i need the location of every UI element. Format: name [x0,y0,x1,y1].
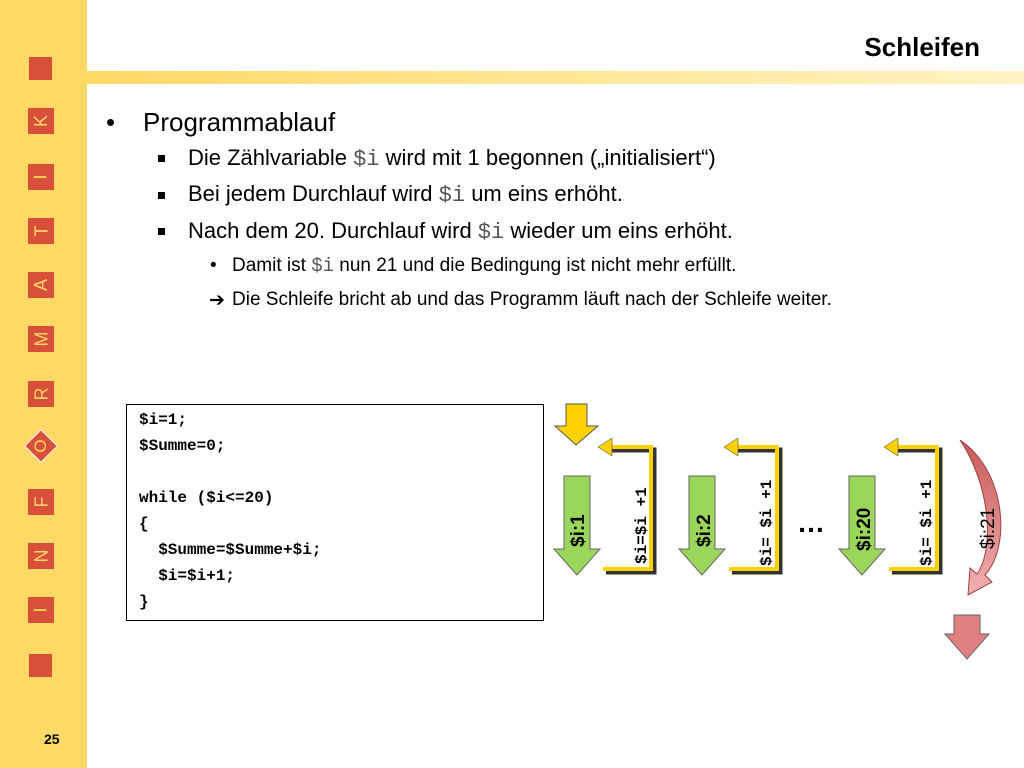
square-bullet [158,228,165,235]
sidebar: K I T A M R O F N I 25 [0,0,87,768]
sub-bullet-2: Bei jedem Durchlauf wird $i um eins erhö… [188,181,623,208]
sidebar-letter-t: T [28,218,54,244]
bullet-dot: • [106,107,116,137]
sub-bullet-3: Nach dem 20. Durchlauf wird $i wieder um… [188,218,733,245]
title-underline-bar [87,71,1024,84]
code-line: { [139,515,149,533]
arrow-right-icon: ➔ [209,290,225,311]
code-line: $i=$i+1; [139,567,236,585]
loop-back-label-1: $i=$i +1 [633,487,651,564]
sidebar-letter-n: N [28,543,54,569]
sidebar-square-bottom [29,654,52,677]
code-line: } [139,593,149,611]
code-line: $Summe=0; [139,437,226,455]
square-bullet [158,155,165,162]
exit-curved-arrow-icon [959,439,1002,596]
slide-title: Schleifen [864,32,980,62]
iteration-arrow-1-label: $i:1 [568,514,589,547]
loop-back-bracket-1 [597,437,657,575]
sidebar-letter-m: M [28,326,54,352]
sidebar-letter-i2: I [28,597,54,623]
sidebar-letter-r: R [28,381,54,407]
page-number: 25 [44,731,60,747]
sidebar-letter-f: F [28,489,54,515]
iteration-arrow-1-icon [552,475,602,576]
iteration-arrow-2-icon [677,475,727,576]
loop-back-label-2: $i= $i +1 [758,480,776,566]
sidebar-letter-k: K [28,108,54,134]
iteration-arrow-20-label: $i:20 [854,508,875,551]
code-line: $Summe=$Summe+$i; [139,541,322,559]
exit-arrow-icon [943,614,991,660]
bullet-programmablauf: Programmablauf [143,107,336,137]
loop-back-label-3: $i= $i +1 [918,480,936,566]
sub-sub-bullet-1: Damit ist $i nun 21 und die Bedingung is… [232,255,737,277]
square-bullet [158,192,165,199]
loop-back-bracket-3 [883,437,943,575]
code-line: $i=1; [139,411,188,429]
ellipsis: … [797,507,825,538]
entry-arrow-icon [553,403,600,446]
loop-back-bracket-2 [723,437,783,575]
sub-bullet-1: Die Zählvariable $i wird mit 1 begonnen … [188,145,716,172]
code-box: $i=1; $Summe=0; while ($i<=20) { $Summe=… [126,404,544,621]
sidebar-letter-a: A [28,272,54,298]
iteration-arrow-2-label: $i:2 [694,514,715,547]
bullet-dot-small: • [210,255,217,276]
sidebar-letter-i: I [28,164,54,190]
code-line: while ($i<=20) [139,489,274,507]
sub-sub-bullet-2: Die Schleife bricht ab und das Programm … [232,289,832,310]
exit-label: $i:21 [978,508,999,549]
sidebar-square-top [29,57,52,80]
iteration-arrow-20-icon [837,475,887,576]
